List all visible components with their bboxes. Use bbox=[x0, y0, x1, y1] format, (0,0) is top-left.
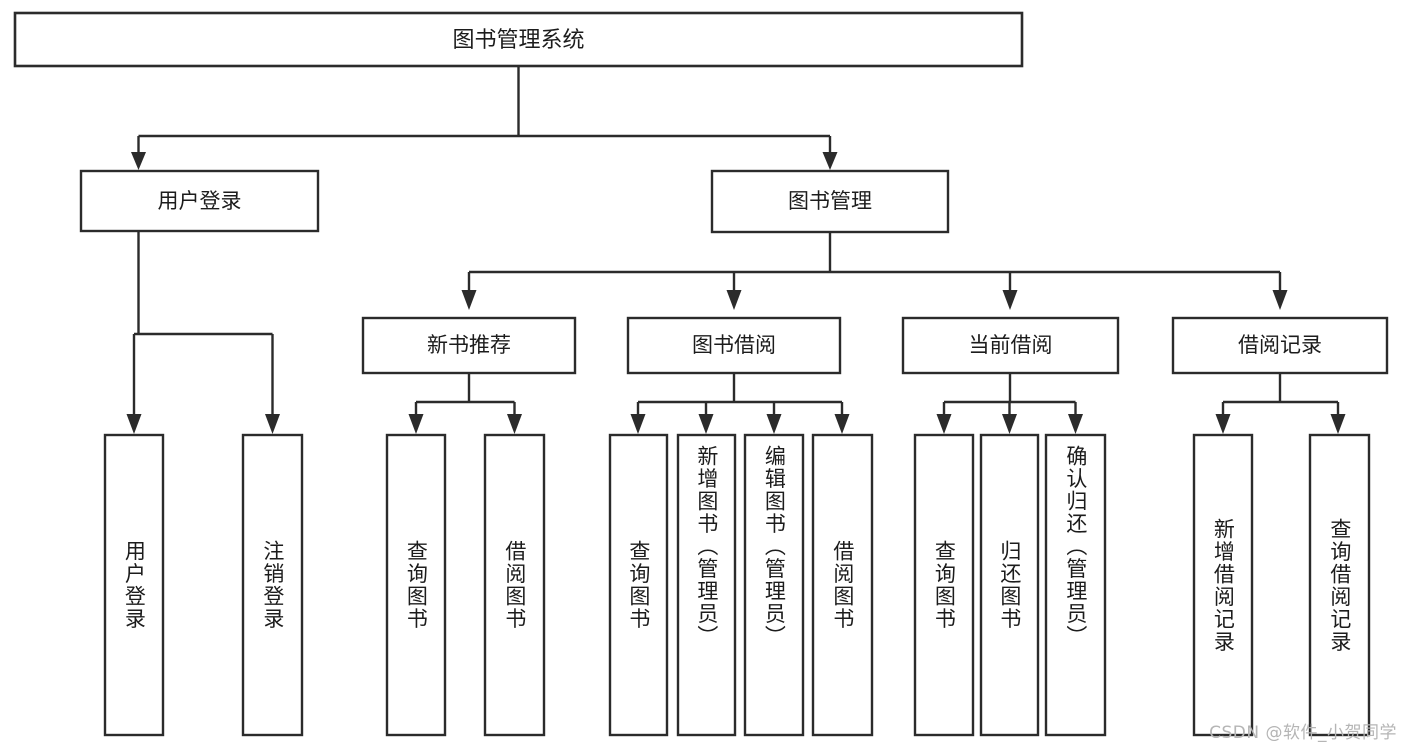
arrowhead-new-book bbox=[461, 290, 477, 310]
node-current-borrow[interactable]: 当前借阅 bbox=[901, 316, 1120, 375]
leaf-box-logout[interactable] bbox=[241, 433, 304, 737]
leaf-boxes-group bbox=[103, 433, 1371, 737]
node-book-manage-label: 图书管理 bbox=[788, 189, 872, 213]
leaf-box-newbook-borrow-book[interactable] bbox=[483, 433, 546, 737]
node-borrow-record[interactable]: 借阅记录 bbox=[1171, 316, 1389, 375]
node-user-login-box[interactable] bbox=[79, 169, 320, 233]
leaf-box-user-login[interactable] bbox=[103, 433, 165, 737]
arrowhead-bookborrow-leaf-2 bbox=[698, 414, 714, 434]
leaf-box-newbook-query-book[interactable] bbox=[385, 433, 447, 737]
arrowhead-leaf-logout bbox=[265, 414, 280, 434]
arrowhead-currentborrow-leaf-2 bbox=[1002, 414, 1017, 434]
leaf-box-borrow-borrow-book[interactable] bbox=[811, 433, 874, 737]
arrowhead-currentborrow-leaf-1 bbox=[936, 414, 952, 434]
node-root-box[interactable] bbox=[13, 11, 1024, 68]
node-book-manage[interactable]: 图书管理 bbox=[710, 169, 950, 234]
connector-group bbox=[126, 66, 1346, 434]
arrowhead-bookborrow-leaf-1 bbox=[630, 414, 646, 434]
leaf-box-borrow-query-book[interactable] bbox=[608, 433, 669, 737]
arrowhead-newbook-leaf-1 bbox=[408, 414, 424, 434]
leaf-box-record-query-record[interactable] bbox=[1308, 433, 1371, 737]
csdn-watermark: CSDN @软件_小贺同学 bbox=[1209, 723, 1397, 743]
leaf-box-borrow-add-book[interactable] bbox=[676, 433, 737, 737]
node-new-book[interactable]: 新书推荐 bbox=[361, 316, 577, 375]
arrowhead-book-manage bbox=[822, 152, 838, 170]
arrowhead-borrow-record bbox=[1272, 290, 1288, 310]
arrowhead-leaf-user-login bbox=[126, 414, 142, 434]
node-current-borrow-box[interactable] bbox=[901, 316, 1120, 375]
node-root[interactable]: 图书管理系统 bbox=[13, 11, 1024, 68]
node-book-borrow-box[interactable] bbox=[626, 316, 842, 375]
node-borrow-record-label: 借阅记录 bbox=[1238, 333, 1322, 357]
arrowhead-bookborrow-leaf-4 bbox=[834, 414, 850, 434]
arrowhead-book-borrow bbox=[726, 290, 742, 310]
node-book-borrow[interactable]: 图书借阅 bbox=[626, 316, 842, 375]
node-book-manage-box[interactable] bbox=[710, 169, 950, 234]
arrowhead-currentborrow-leaf-3 bbox=[1068, 414, 1083, 434]
arrowhead-user-login bbox=[131, 152, 146, 170]
leaf-box-borrow-edit-book[interactable] bbox=[743, 433, 805, 737]
arrowhead-borrowrecord-leaf-1 bbox=[1215, 414, 1231, 434]
node-user-login-label: 用户登录 bbox=[158, 189, 242, 213]
leaf-box-current-confirm-return[interactable] bbox=[1044, 433, 1107, 737]
leaf-box-current-return-book[interactable] bbox=[979, 433, 1040, 737]
leaf-box-current-query-book[interactable] bbox=[913, 433, 975, 737]
node-new-book-box[interactable] bbox=[361, 316, 577, 375]
node-current-borrow-label: 当前借阅 bbox=[969, 333, 1053, 357]
arrowhead-newbook-leaf-2 bbox=[507, 414, 522, 434]
arrowhead-current-borrow bbox=[1002, 290, 1018, 310]
arrowhead-bookborrow-leaf-3 bbox=[766, 414, 782, 434]
leaf-box-record-add-record[interactable] bbox=[1192, 433, 1254, 737]
node-book-borrow-label: 图书借阅 bbox=[692, 333, 776, 357]
node-root-label: 图书管理系统 bbox=[452, 28, 584, 53]
node-borrow-record-box[interactable] bbox=[1171, 316, 1389, 375]
node-user-login[interactable]: 用户登录 bbox=[79, 169, 320, 233]
node-new-book-label: 新书推荐 bbox=[427, 333, 511, 357]
arrowhead-borrowrecord-leaf-2 bbox=[1330, 414, 1346, 434]
